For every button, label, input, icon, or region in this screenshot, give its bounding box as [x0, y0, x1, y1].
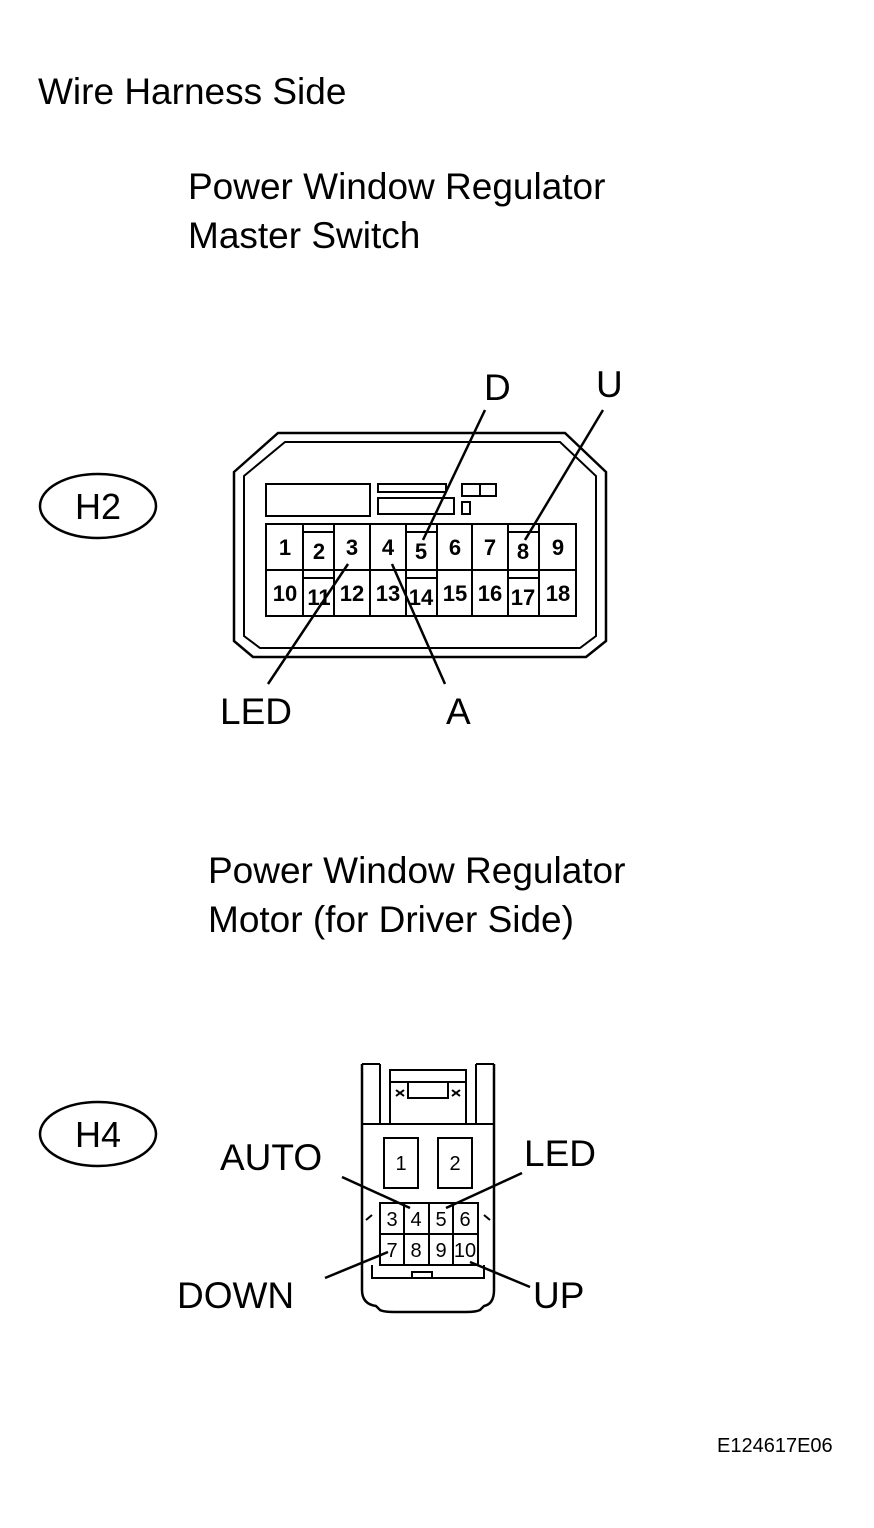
h2-connector [232, 431, 608, 659]
h2-pin-1: 1 [279, 535, 291, 560]
h4-pin-2: 2 [449, 1153, 460, 1175]
leader-auto [341, 1175, 411, 1210]
h2-pin-13: 13 [376, 581, 400, 606]
h2-callout-a: A [446, 691, 471, 732]
leader-d [421, 409, 487, 541]
h4-callout-led: LED [524, 1133, 596, 1174]
h2-pin-8: 8 [517, 539, 529, 564]
h2-leader-lines [266, 409, 605, 685]
leader-u [523, 409, 605, 541]
h4-pin-7: 7 [386, 1240, 397, 1262]
h4-connector [360, 1063, 496, 1314]
h4-leader-lines [324, 1171, 531, 1289]
leader-up [469, 1260, 531, 1289]
leader-led [266, 563, 350, 685]
h4-pin-10: 10 [454, 1240, 476, 1262]
h4-pin-1: 1 [395, 1153, 406, 1175]
h4-title-line1: Power Window Regulator [208, 850, 626, 891]
h2-pin-12: 12 [340, 581, 364, 606]
h4-badge: H4 [38, 1100, 158, 1168]
h2-badge: H2 [38, 472, 158, 540]
h2-callout-d: D [484, 367, 511, 408]
h4-pin-5: 5 [435, 1209, 446, 1231]
h2-pin-17: 17 [511, 585, 535, 610]
h4-callout-up: UP [533, 1275, 585, 1316]
h4-callout-down: DOWN [177, 1275, 295, 1316]
h4-pin-9: 9 [435, 1240, 446, 1262]
h2-pin-6: 6 [449, 535, 461, 560]
leader-down [324, 1250, 389, 1280]
h2-pin-18: 18 [546, 581, 570, 606]
h4-pin-numbers: 1 2 3 4 5 6 7 8 9 10 [386, 1153, 476, 1262]
page-heading: Wire Harness Side [38, 71, 347, 112]
h4-title-line2: Motor (for Driver Side) [208, 899, 574, 940]
h2-pin-2: 2 [313, 539, 325, 564]
h2-badge-label: H2 [75, 486, 121, 527]
h4-callout-auto: AUTO [220, 1137, 323, 1178]
h2-callout-u: U [596, 364, 623, 405]
h2-pin-3: 3 [346, 535, 358, 560]
h2-pin-numbers: 1 2 3 4 5 6 7 8 9 10 11 12 13 14 15 16 1… [273, 535, 570, 610]
h2-pin-9: 9 [552, 535, 564, 560]
leader-led [445, 1171, 523, 1210]
h2-pin-14: 14 [409, 585, 434, 610]
h2-callout-led: LED [220, 691, 292, 732]
h2-pin-5: 5 [415, 539, 427, 564]
h4-pin-6: 6 [459, 1209, 470, 1231]
h2-pin-15: 15 [443, 581, 467, 606]
figure-id: E124617E06 [717, 1435, 833, 1457]
h2-title-line2: Master Switch [188, 215, 421, 256]
h4-badge-label: H4 [75, 1114, 121, 1155]
leader-a [390, 563, 447, 685]
h4-pin-3: 3 [386, 1209, 397, 1231]
h4-pin-8: 8 [410, 1240, 421, 1262]
h2-pin-10: 10 [273, 581, 297, 606]
h2-pin-7: 7 [484, 535, 496, 560]
h4-pin-4: 4 [410, 1209, 421, 1231]
h2-pin-16: 16 [478, 581, 502, 606]
h2-pin-11: 11 [307, 585, 330, 610]
h2-title-line1: Power Window Regulator [188, 166, 606, 207]
h2-pin-4: 4 [382, 535, 395, 560]
